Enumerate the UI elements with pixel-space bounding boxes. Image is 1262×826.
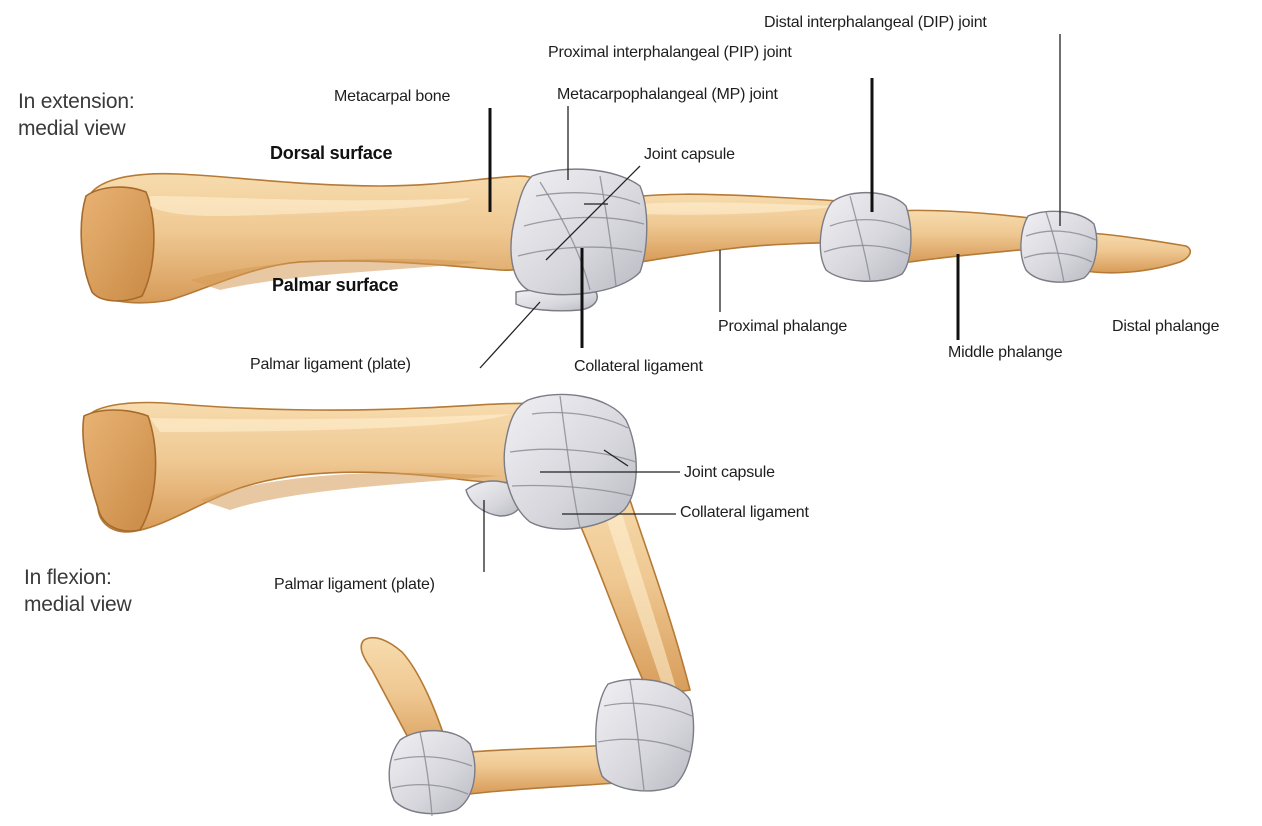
pip-joint-capsule-flexion [596, 679, 694, 791]
dip-joint-capsule-flexion [389, 731, 475, 814]
pip-joint-label: Proximal interphalangeal (PIP) joint [548, 44, 792, 62]
middle-phalange-label: Middle phalange [948, 344, 1062, 362]
mp-joint-label: Metacarpophalangeal (MP) joint [557, 86, 778, 104]
view-label-extension: In extension: medial view [18, 88, 134, 142]
finger-extension [81, 169, 1190, 311]
mp-joint-capsule-flexion [504, 394, 636, 529]
collateral-ligament-label-extension: Collateral ligament [574, 358, 703, 376]
view-flexion-line2: medial view [24, 591, 132, 618]
mp-joint-capsule-extension [511, 169, 647, 295]
joint-capsule-label-extension: Joint capsule [644, 146, 735, 164]
dip-joint-label: Distal interphalangeal (DIP) joint [764, 14, 987, 32]
view-extension-line1: In extension: [18, 88, 134, 115]
proximal-phalange-label: Proximal phalange [718, 318, 847, 336]
view-label-flexion: In flexion: medial view [24, 564, 132, 618]
distal-phalange-label: Distal phalange [1112, 318, 1219, 336]
collateral-ligament-label-flexion: Collateral ligament [680, 504, 809, 522]
palmar-surface-label: Palmar surface [272, 276, 398, 294]
palmar-ligament-label-flexion: Palmar ligament (plate) [274, 576, 435, 594]
palmar-ligament-label-extension: Palmar ligament (plate) [250, 356, 411, 374]
dip-joint-capsule-extension [1021, 211, 1097, 282]
metacarpal-base-flexion [83, 410, 156, 531]
metacarpal-bone-label: Metacarpal bone [334, 88, 450, 106]
pip-joint-capsule-extension [820, 193, 911, 282]
metacarpal-base-extension [81, 187, 154, 301]
view-extension-line2: medial view [18, 115, 134, 142]
finger-flexion [83, 394, 694, 816]
joint-capsule-label-flexion: Joint capsule [684, 464, 775, 482]
dorsal-surface-label: Dorsal surface [270, 144, 392, 162]
view-flexion-line1: In flexion: [24, 564, 132, 591]
